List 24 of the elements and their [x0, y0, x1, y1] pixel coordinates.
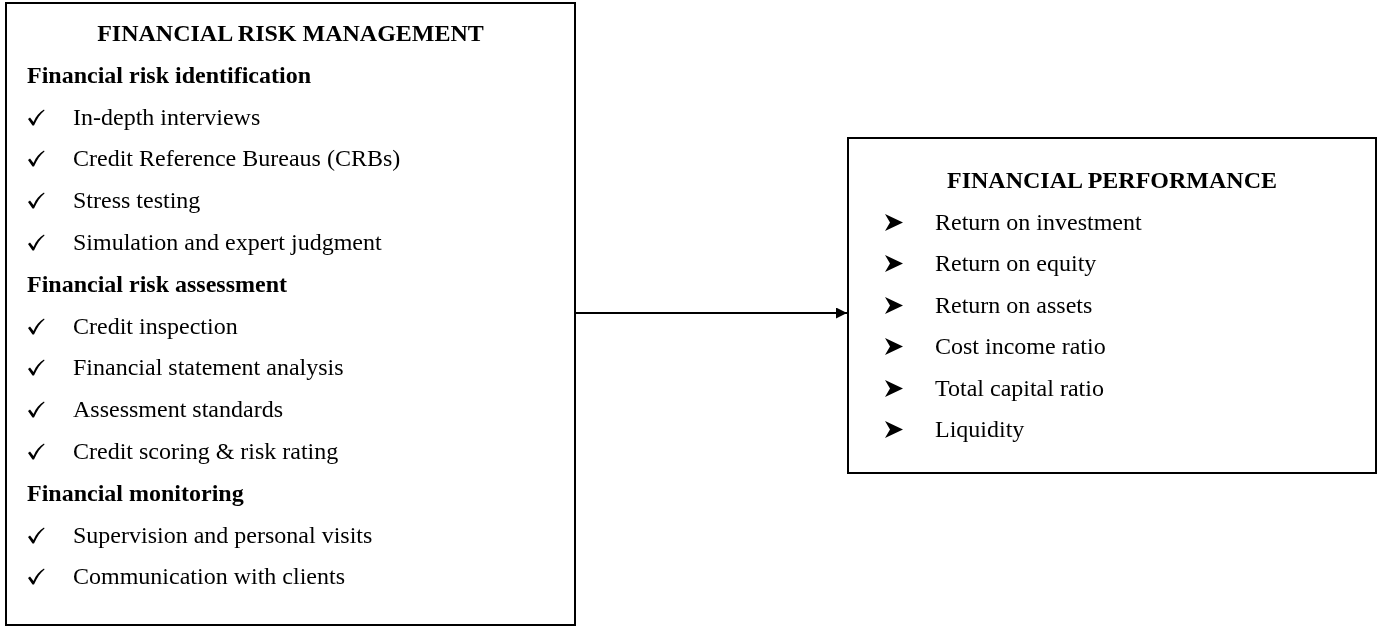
list-item: Credit scoring & risk rating — [73, 437, 339, 466]
box-heading: FINANCIAL PERFORMANCE — [946, 166, 1278, 195]
list-item: Supervision and personal visits — [73, 520, 373, 550]
framework-box — [5, 2, 576, 626]
section-heading: Financial risk identification — [27, 60, 311, 90]
framework-box — [847, 137, 1377, 474]
list-item: Stress testing — [73, 186, 201, 216]
list-item: Credit inspection — [73, 311, 238, 341]
list-item: Assessment standards — [73, 395, 283, 425]
list-item: Return on equity — [935, 249, 1097, 278]
list-item: Cost income ratio — [935, 332, 1106, 361]
section-heading: Financial monitoring — [27, 478, 244, 508]
list-item: Financial statement analysis — [73, 353, 344, 383]
section-heading: Financial risk assessment — [27, 269, 287, 299]
list-item: In-depth interviews — [73, 102, 261, 132]
box-heading: FINANCIAL RISK MANAGEMENT — [96, 19, 485, 48]
list-item: Credit Reference Bureaus (CRBs) — [73, 144, 401, 174]
list-item: Simulation and expert judgment — [73, 228, 382, 257]
list-item: Liquidity — [935, 415, 1025, 444]
list-item: Total capital ratio — [935, 373, 1104, 403]
list-item: Communication with clients — [73, 562, 345, 592]
list-item: Return on investment — [935, 207, 1142, 237]
arrow — [575, 307, 848, 319]
list-item: Return on assets — [935, 290, 1093, 320]
